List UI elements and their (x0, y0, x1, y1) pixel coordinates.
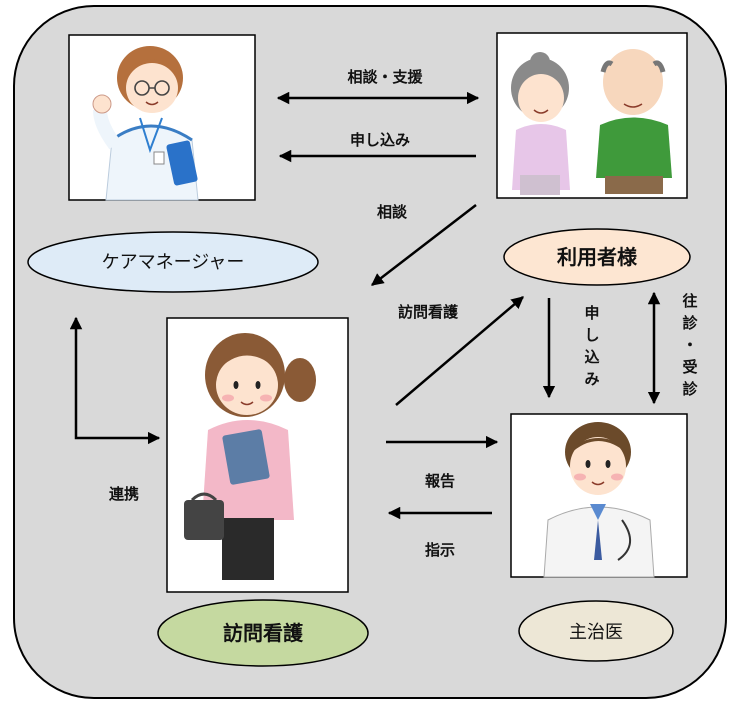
user-node: 利用者様 (503, 228, 691, 286)
consult-arrow (371, 204, 477, 286)
doctor-label: 主治医 (569, 622, 623, 643)
consult-label: 相談 (377, 203, 408, 221)
application-label-top: 申し込み (350, 131, 410, 149)
vertical-char: み (584, 370, 599, 388)
vertical-char: ・ (682, 336, 697, 354)
cooperation-arrow (69, 316, 161, 445)
doctor-node: 主治医 (518, 600, 674, 662)
vertical-char: 申 (584, 304, 599, 322)
vertical-char: し (584, 326, 599, 344)
elderly-users-illustration (496, 32, 688, 199)
application-label-vertical: 申 し 込 み (584, 304, 599, 388)
visiting-nurse-arrow-label: 訪問看護 (398, 303, 459, 321)
consult-support-label: 相談・支援 (347, 68, 423, 86)
care-manager-node: ケアマネージャー (27, 231, 319, 293)
vertical-char: 込 (584, 348, 599, 366)
doctor-illustration (510, 413, 688, 578)
instruction-label: 指示 (425, 541, 455, 559)
report-label: 報告 (425, 472, 455, 490)
visiting-nurse-arrow (395, 296, 524, 406)
vertical-char: 診 (682, 380, 698, 398)
visiting-nurse-node: 訪問看護 (157, 599, 369, 667)
home-visit-label-vertical: 往 診 ・ 受 診 (682, 292, 698, 398)
visiting-nurse-illustration (166, 317, 349, 593)
care-manager-illustration (68, 34, 256, 201)
user-label: 利用者様 (557, 245, 638, 269)
vertical-char: 往 (682, 292, 697, 310)
cooperation-label: 連携 (109, 485, 139, 503)
care-manager-label: ケアマネージャー (102, 252, 245, 273)
vertical-char: 受 (682, 358, 697, 376)
visiting-nurse-label: 訪問看護 (223, 621, 304, 645)
vertical-char: 診 (682, 314, 698, 332)
